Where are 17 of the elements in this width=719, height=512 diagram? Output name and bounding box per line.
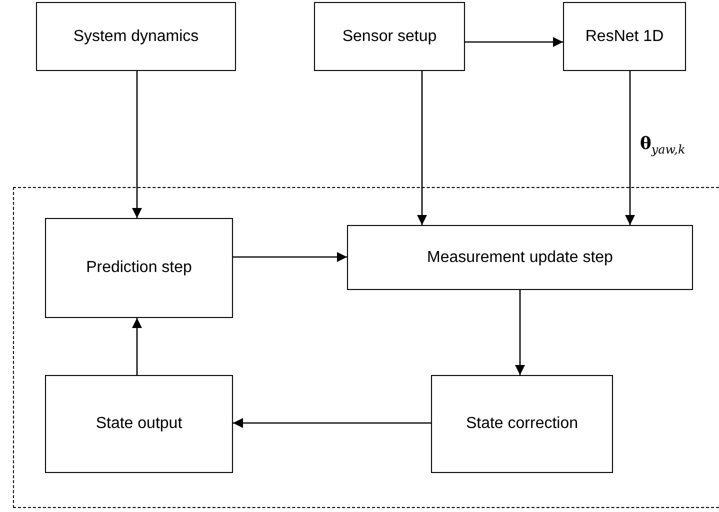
edge-label: θ$_{yaw,k}$ bbox=[638, 134, 688, 156]
arrow bbox=[233, 252, 347, 262]
arrow bbox=[132, 71, 142, 218]
dashed-boundary bbox=[13, 187, 719, 508]
process-box: Measurement update step bbox=[347, 225, 693, 290]
process-box: State output bbox=[45, 375, 233, 473]
process-box: State correction bbox=[431, 375, 613, 473]
process-box: Sensor setup bbox=[314, 2, 465, 71]
arrow bbox=[625, 71, 635, 225]
process-box: System dynamics bbox=[36, 2, 236, 71]
process-box: ResNet 1D bbox=[563, 2, 686, 71]
arrow bbox=[465, 37, 563, 47]
process-box: Prediction step bbox=[45, 218, 233, 318]
arrow bbox=[132, 318, 142, 375]
arrow bbox=[233, 418, 431, 428]
arrow bbox=[515, 290, 525, 375]
arrow bbox=[417, 71, 427, 225]
